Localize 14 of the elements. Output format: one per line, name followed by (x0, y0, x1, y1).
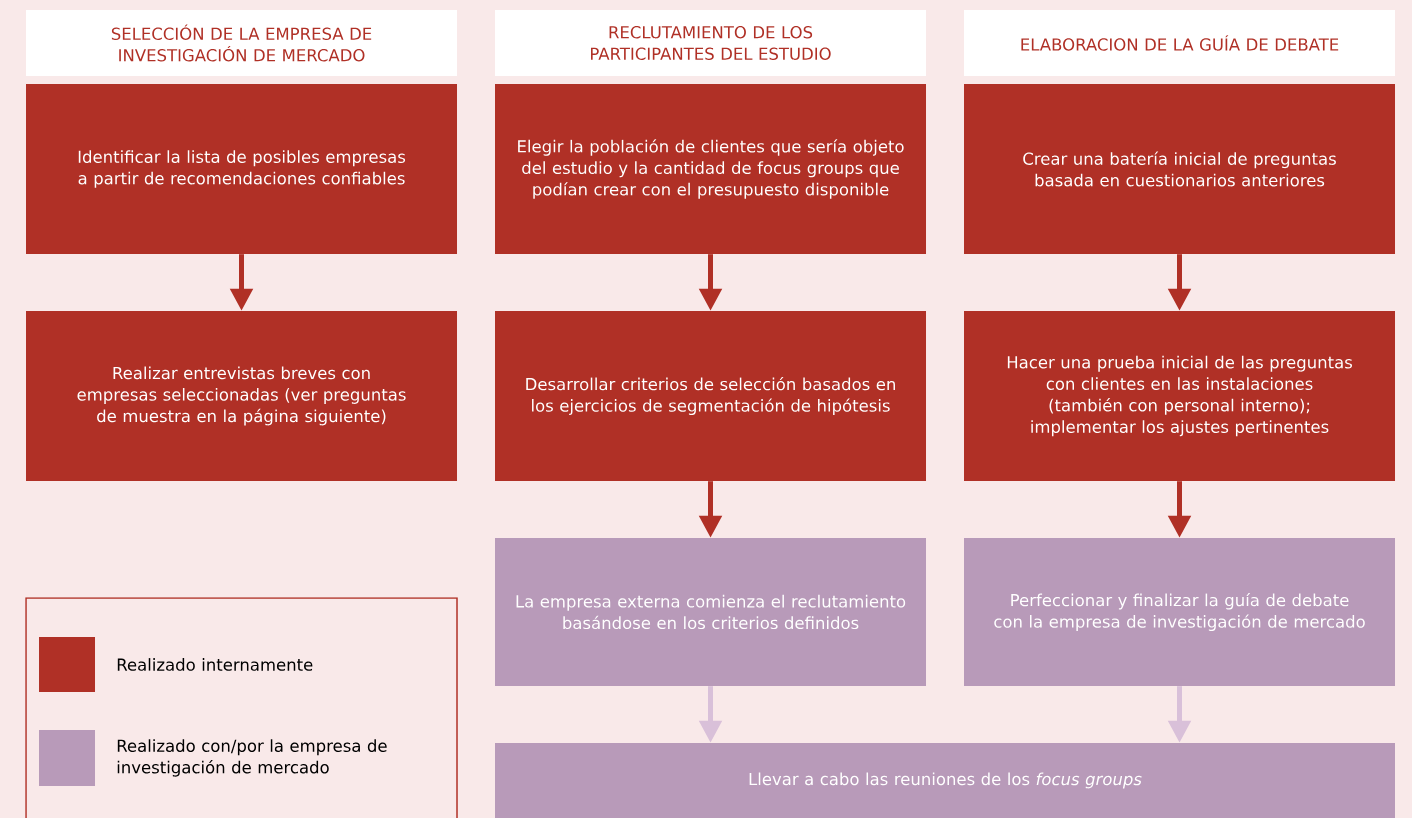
header-box: SELECCIÓN DE LA EMPRESA DE INVESTIGACIÓN DE MERCADO (26, 10, 457, 76)
legend-label: Realizado internamente (117, 658, 313, 671)
process-box: Llevar a cabo las reuniones de los focus groups (495, 743, 1395, 818)
process-box: Realizar entrevistas breves con empresas seleccionadas (ver preguntas de muestra en la página siguiente) (26, 311, 457, 481)
process-box: Elegir la población de clientes que sería objeto del estudio y la cantidad de focus groups que podían crear con el presupuesto disponible (495, 84, 926, 254)
process-box: Identificar la lista de posibles empresas a partir de recomendaciones confiables (26, 84, 457, 254)
legend-label: Realizado con/por la empresa de investigación de mercado (117, 739, 387, 777)
header-box: ELABORACION DE LA GUÍA DE DEBATE (964, 10, 1395, 76)
process-box: La empresa externa comienza el reclutamiento basándose en los criterios definidos (495, 538, 926, 686)
header-box: RECLUTAMIENTO DE LOS PARTICIPANTES DEL ESTUDIO (495, 10, 926, 76)
process-box: Desarrollar criterios de selección basados en los ejercicios de segmentación de hipótesis (495, 311, 926, 481)
process-box: Crear una batería inicial de preguntas basada en cuestionarios anteriores (964, 84, 1395, 254)
process-box: Perfeccionar y finalizar la guía de debate con la empresa de investigación de mercado (964, 538, 1395, 686)
process-box: Hacer una prueba inicial de las preguntas con clientes en las instalaciones (también con personal interno); implementar los ajustes pertinentes (964, 311, 1395, 481)
